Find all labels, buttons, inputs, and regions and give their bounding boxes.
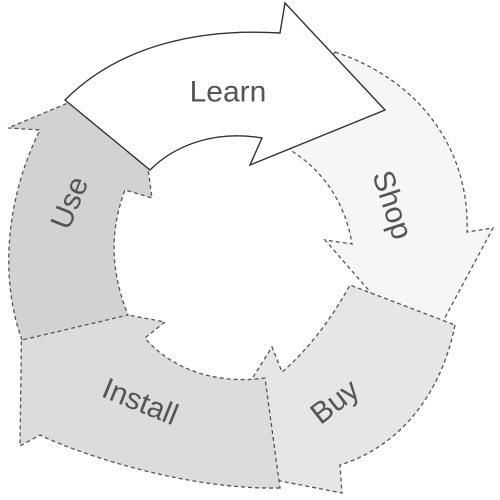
label-learn: Learn: [190, 76, 267, 109]
segment-arrow-learn: [63, 1, 387, 171]
segment-arrow-install: [19, 294, 281, 489]
